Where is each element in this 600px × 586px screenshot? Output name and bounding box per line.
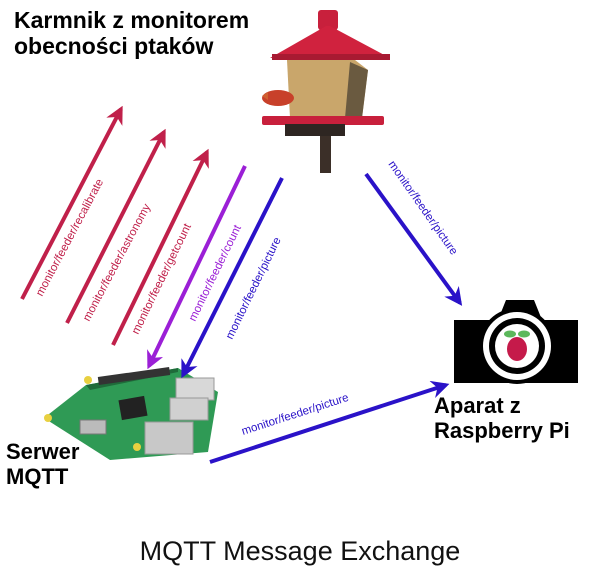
camera-label: Aparat z Raspberry Pi (434, 393, 570, 443)
camera-label-line1: Aparat z (434, 393, 521, 418)
server-label-line1: Serwer (6, 439, 80, 464)
raspberry-pi-board-icon (44, 367, 218, 460)
camera-label-line2: Raspberry Pi (434, 417, 570, 443)
server-label: Serwer MQTT (6, 439, 80, 489)
topic-label: monitor/feeder/picture (386, 159, 460, 258)
topic-label: monitor/feeder/getcount (130, 221, 194, 336)
topic-label: monitor/feeder/picture (224, 236, 284, 342)
camera-icon (454, 300, 578, 384)
feeder-label-line2: obecności ptaków (14, 32, 214, 59)
feeder-label: Karmnik z monitorem obecności ptaków (14, 7, 250, 60)
arrow-picture-to-camera: monitor/feeder/picture (364, 159, 463, 306)
arrow-picture-server-to-camera: monitor/feeder/picture (209, 380, 450, 464)
feeder-label-line1: Karmnik z monitorem (14, 7, 250, 33)
server-label-line2: MQTT (6, 463, 69, 489)
topic-label: monitor/feeder/recalibrate (34, 177, 106, 298)
raspberry-pi-logo-icon (504, 330, 530, 361)
arrow-picture-to-server: monitor/feeder/picture (181, 177, 284, 379)
topic-label: monitor/feeder/picture (240, 392, 350, 438)
diagram-caption: MQTT Message Exchange (139, 536, 461, 566)
bird-feeder-icon (262, 10, 390, 173)
